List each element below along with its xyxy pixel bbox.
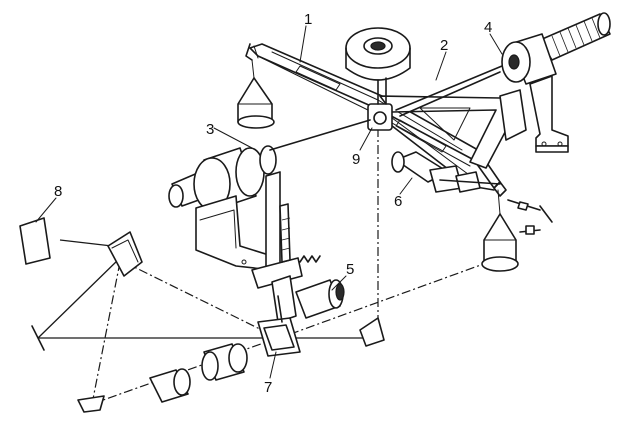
mirror-8-screen <box>19 217 51 265</box>
label-6: 6 <box>394 193 402 210</box>
label-1: 1 <box>304 11 312 28</box>
label-8: 8 <box>54 183 62 200</box>
leader-lines <box>35 25 503 379</box>
pins <box>507 199 553 235</box>
right-prism <box>359 317 385 347</box>
microscope-6 <box>391 151 501 193</box>
ring-magnet <box>345 27 411 105</box>
label-7: 7 <box>264 379 272 396</box>
left-small-mirror <box>31 325 45 351</box>
label-9: 9 <box>352 151 360 168</box>
left-drum <box>168 119 371 289</box>
lens-assembly <box>149 343 248 403</box>
microscope-5 <box>271 203 345 323</box>
label-5: 5 <box>346 261 354 278</box>
label-4: 4 <box>484 19 492 36</box>
upper-prism <box>107 231 143 277</box>
label-2: 2 <box>440 37 448 54</box>
lower-left-mirror <box>77 395 105 413</box>
left-pan <box>237 59 275 129</box>
label-3: 3 <box>206 121 214 138</box>
right-pan <box>481 181 519 272</box>
number-labels: 1 2 3 4 5 6 7 8 9 <box>54 11 492 396</box>
mirror-7 <box>257 295 301 357</box>
spring-assembly <box>395 12 611 153</box>
